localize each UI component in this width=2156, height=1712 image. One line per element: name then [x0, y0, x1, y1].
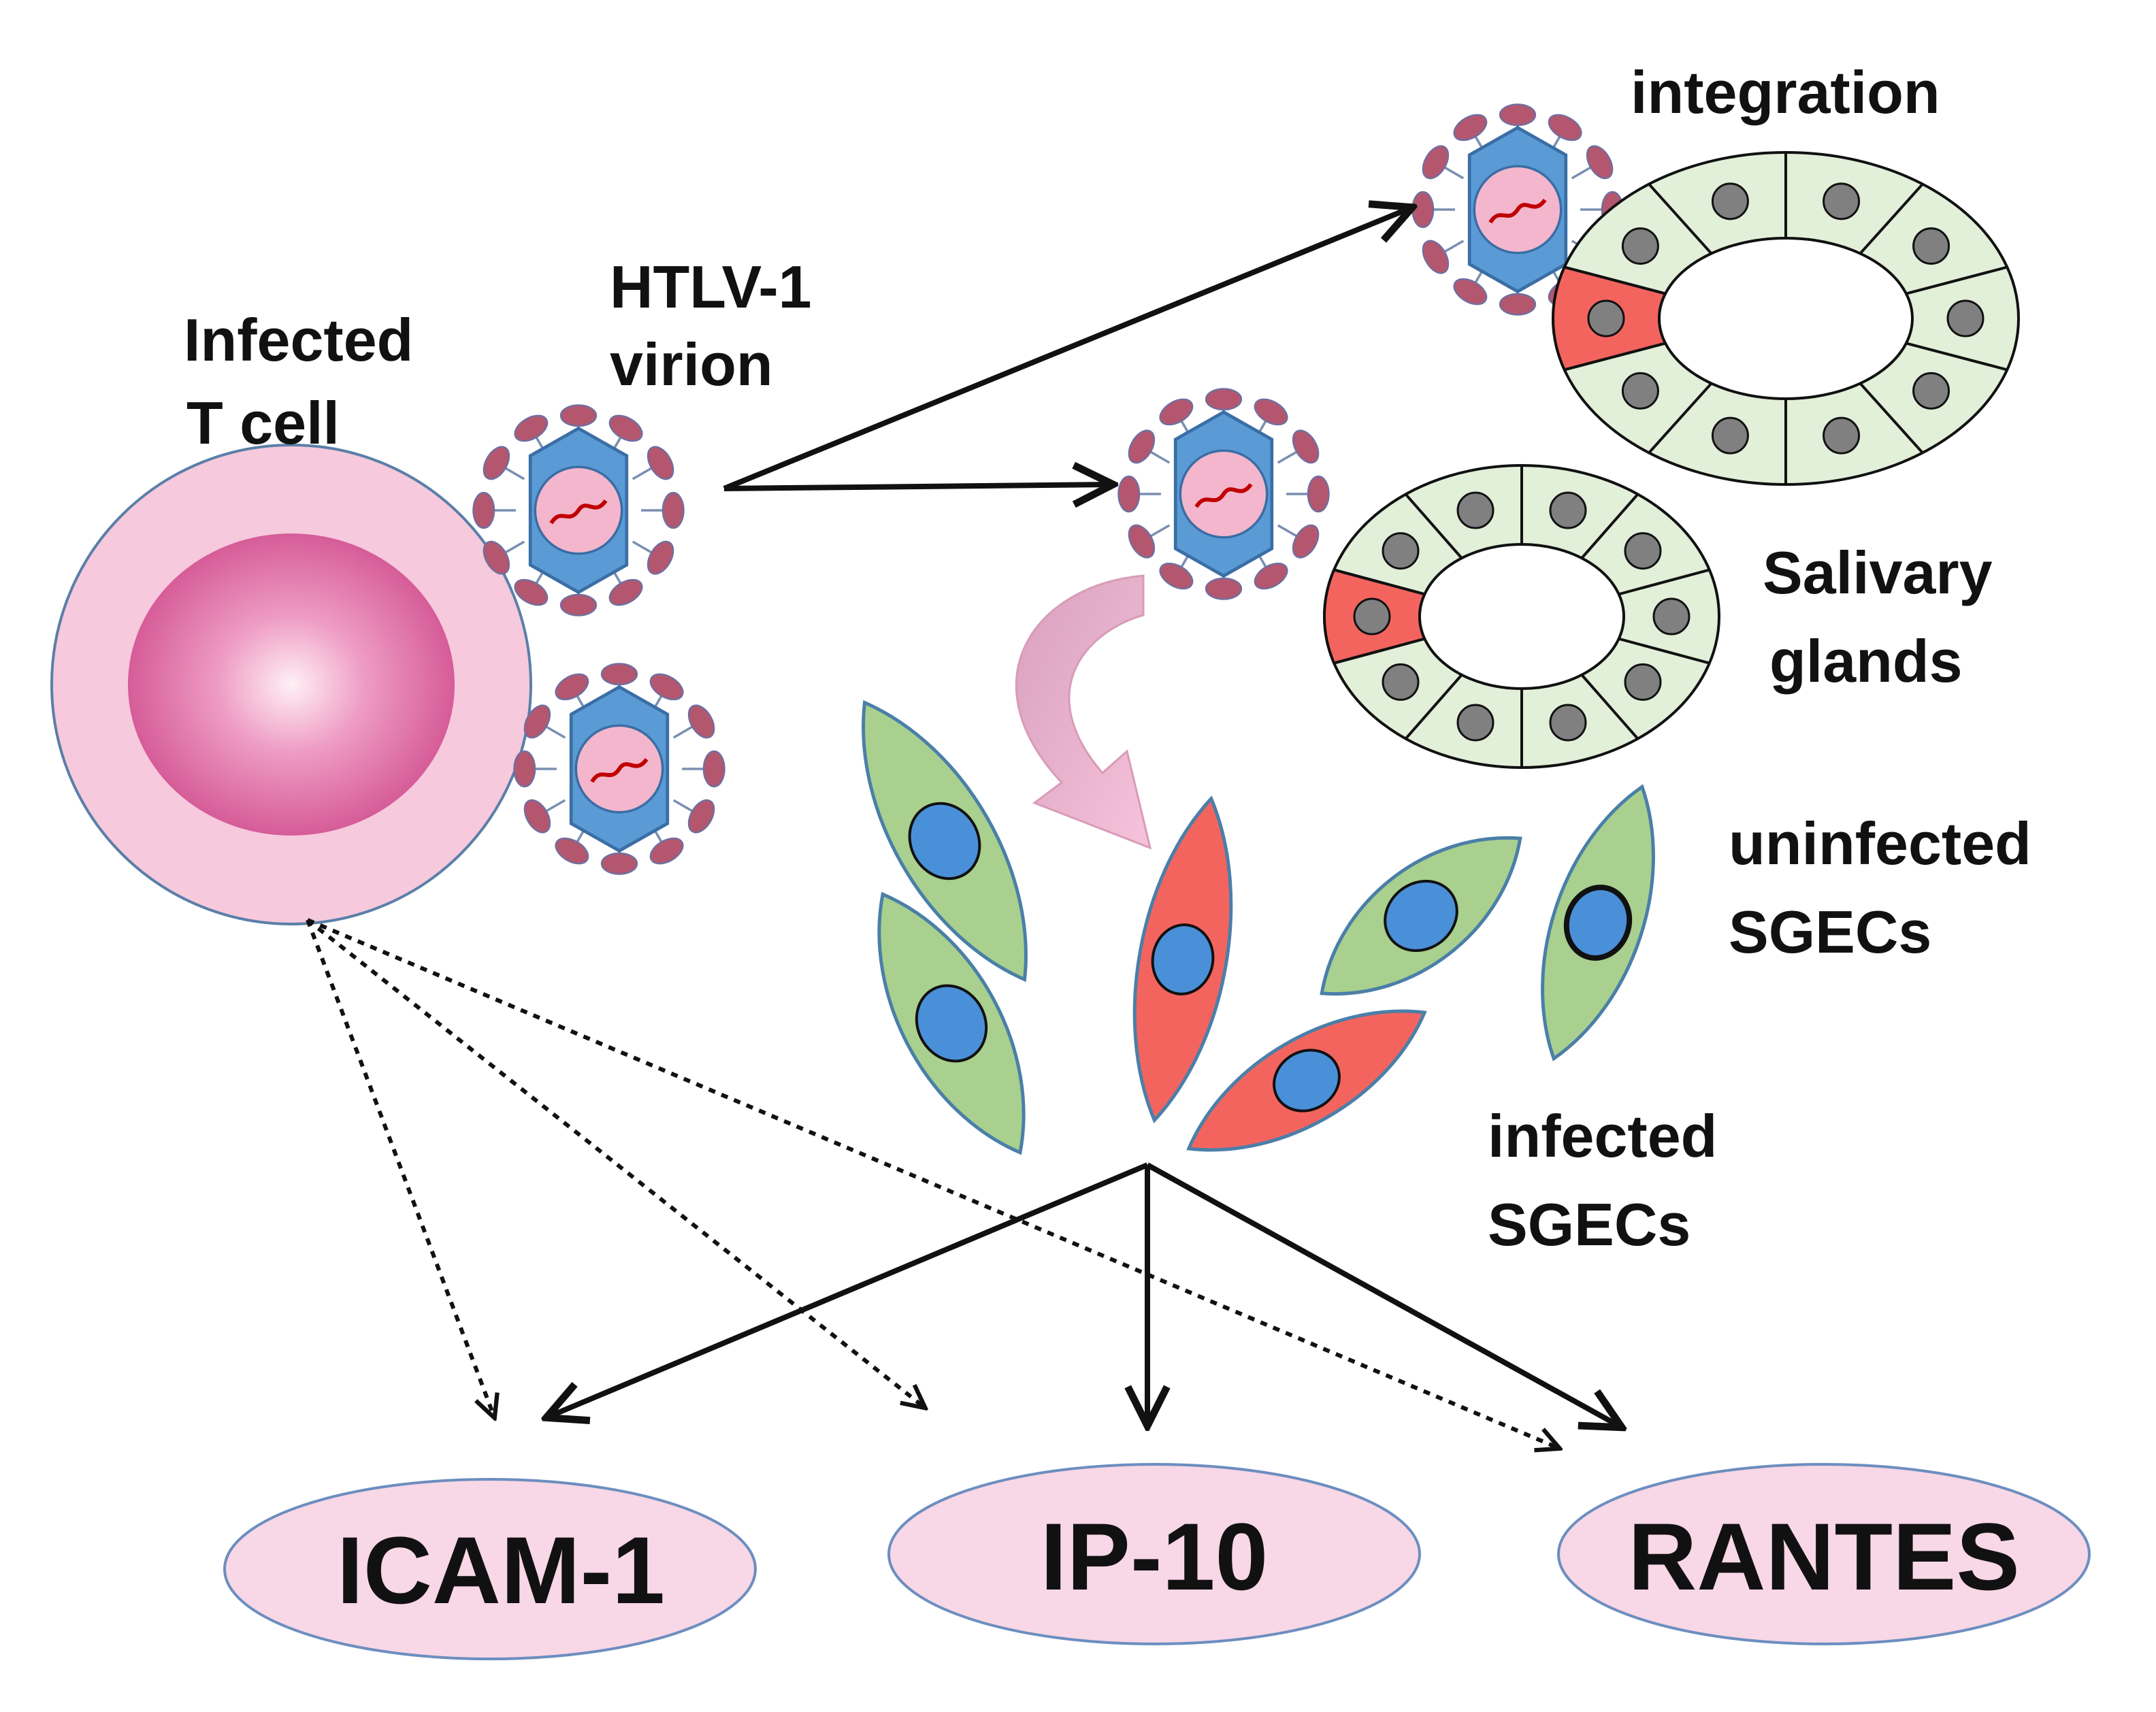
sgec-nucleus [1563, 885, 1633, 961]
acinar-nucleus [1823, 182, 1861, 220]
integration-label: integration [1631, 59, 1940, 126]
htlv-virion-label: HTLV-1 virion [610, 253, 828, 398]
acinar-nucleus [1946, 299, 1984, 338]
sgec-nucleus [915, 984, 988, 1063]
output-label: ICAM-1 [337, 1517, 665, 1624]
infected-t-cell [50, 444, 532, 925]
uninfected-sgecs-label: uninfected SGECs [1729, 810, 2048, 966]
infected-sgecs-label: infected SGECs [1488, 1102, 1734, 1258]
sgec-uninfected-4 [1541, 784, 1655, 1061]
sgec-nucleus [908, 802, 981, 880]
acinar-nucleus [1621, 372, 1659, 410]
sgec-nucleus [1273, 1049, 1341, 1113]
salivary-acinus-lower [1323, 464, 1720, 769]
acinar-nucleus [1912, 372, 1950, 410]
output-ip-10: IP-10 [887, 1463, 1421, 1645]
sgec-uninfected-2 [877, 891, 1026, 1155]
virion-arrows [723, 208, 1410, 489]
acinar-nucleus [1624, 663, 1662, 701]
output-label: IP-10 [1041, 1503, 1269, 1610]
sgec-infected-2 [1186, 1009, 1427, 1152]
acinar-nucleus [1549, 491, 1587, 529]
output-icam-1: ICAM-1 [223, 1478, 757, 1660]
acinar-nucleus [1912, 227, 1950, 265]
virion-integrating [1411, 103, 1624, 316]
virion-attached-1 [472, 404, 685, 616]
salivary-acinus-upper [1552, 151, 2020, 486]
acinar-nucleus [1382, 663, 1420, 701]
infected-t-cell-label: Infected T cell [184, 306, 430, 457]
infection-curved-arrow [1015, 574, 1152, 850]
acinar-nucleus [1823, 416, 1861, 455]
output-label: RANTES [1628, 1503, 2020, 1610]
output-rantes: RANTES [1557, 1463, 2091, 1645]
acinar-nucleus [1652, 597, 1690, 636]
sgec-nucleus [1151, 923, 1215, 995]
acinar-nucleus [1621, 227, 1659, 265]
acinar-nucleus [1624, 532, 1662, 570]
salivary-glands-label: Salivary glands [1763, 539, 2009, 695]
acinar-nucleus [1456, 704, 1494, 742]
acinar-nucleus [1456, 491, 1494, 529]
sgec-uninfected-3 [1320, 836, 1522, 996]
t-cell-output-arrows [306, 918, 1558, 1448]
acinar-nucleus [1587, 299, 1625, 338]
sgec-infected-1 [1132, 795, 1233, 1123]
acinar-nucleus [1711, 416, 1749, 455]
sgec-uninfected-1 [862, 699, 1028, 983]
sgec-output-arrows [549, 1162, 1620, 1426]
acinar-nucleus [1353, 597, 1391, 636]
sgec-nucleus [1384, 879, 1458, 953]
virion-traveling [1117, 388, 1330, 600]
virion-attached-2 [513, 663, 725, 875]
acinar-nucleus [1549, 704, 1587, 742]
acinar-nucleus [1382, 532, 1420, 570]
acinar-nucleus [1711, 182, 1749, 220]
